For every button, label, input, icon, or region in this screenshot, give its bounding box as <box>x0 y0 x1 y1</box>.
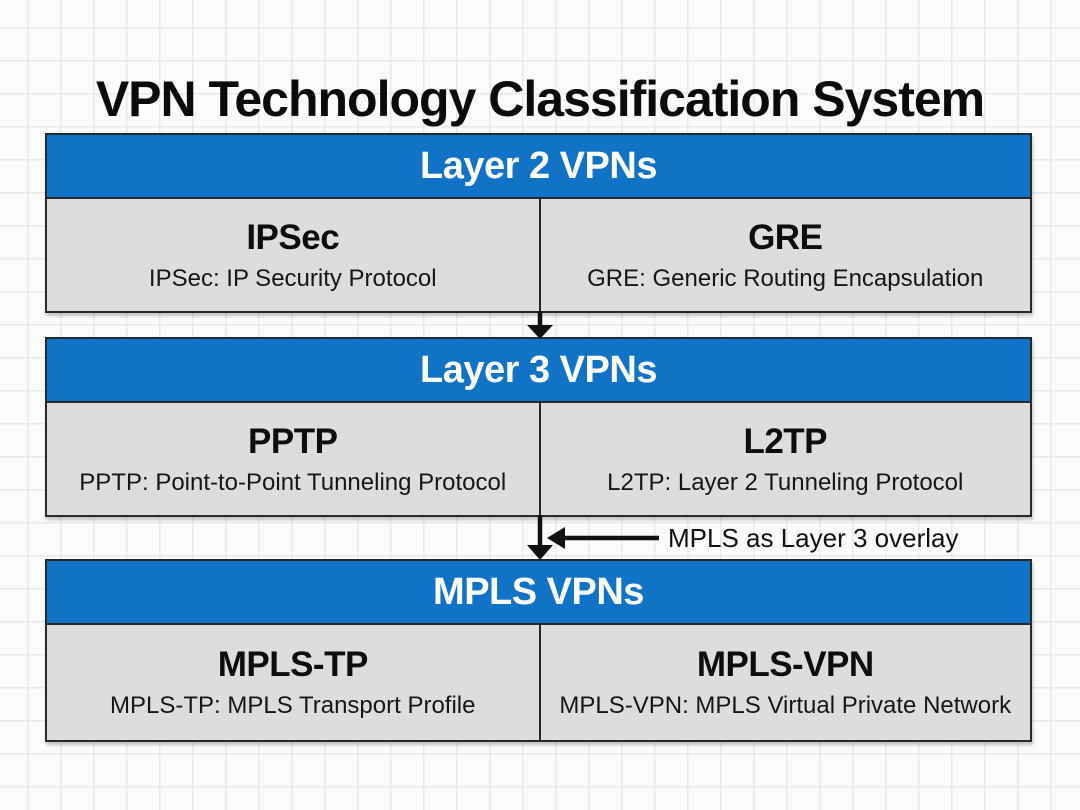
cell-l2tp: L2TP L2TP: Layer 2 Tunneling Protocol <box>538 403 1030 515</box>
cell-description: MPLS-TP: MPLS Transport Profile <box>110 692 476 719</box>
page-title: VPN Technology Classification System <box>95 70 985 127</box>
cell-description: GRE: Generic Routing Encapsulation <box>587 264 984 292</box>
cell-name: GRE <box>748 217 823 257</box>
section-mpls-vpns: MPLS VPNs MPLS-TP MPLS-TP: MPLS Transpor… <box>45 559 1032 742</box>
cell-mpls-tp: MPLS-TP MPLS-TP: MPLS Transport Profile <box>47 625 539 740</box>
cell-name: MPLS-VPN <box>696 645 874 684</box>
section-body-layer3: PPTP PPTP: Point-to-Point Tunneling Prot… <box>47 403 1030 515</box>
cell-name: PPTP <box>248 421 338 461</box>
section-layer3-vpns: Layer 3 VPNs PPTP PPTP: Point-to-Point T… <box>45 337 1032 517</box>
cell-description: L2TP: Layer 2 Tunneling Protocol <box>607 468 964 496</box>
section-header-mpls: MPLS VPNs <box>47 561 1030 625</box>
section-header-layer2: Layer 2 VPNs <box>47 135 1030 199</box>
section-body-layer2: IPSec IPSec: IP Security Protocol GRE GR… <box>47 199 1030 311</box>
annotation-mpls-overlay: MPLS as Layer 3 overlay <box>668 523 959 553</box>
section-header-label: Layer 2 VPNs <box>420 144 657 187</box>
section-body-mpls: MPLS-TP MPLS-TP: MPLS Transport Profile … <box>47 625 1030 740</box>
cell-name: IPSec <box>246 217 340 257</box>
section-layer2-vpns: Layer 2 VPNs IPSec IPSec: IP Security Pr… <box>45 133 1032 313</box>
cell-description: MPLS-VPN: MPLS Virtual Private Network <box>559 692 1012 719</box>
cell-description: IPSec: IP Security Protocol <box>148 264 437 292</box>
section-header-label: Layer 3 VPNs <box>420 348 657 391</box>
section-header-label: MPLS VPNs <box>433 570 644 613</box>
cell-description: PPTP: Point-to-Point Tunneling Protocol <box>79 468 507 496</box>
cell-mpls-vpn: MPLS-VPN MPLS-VPN: MPLS Virtual Private … <box>538 625 1030 740</box>
cell-ipsec: IPSec IPSec: IP Security Protocol <box>47 199 539 311</box>
left-arrow-annotation-icon <box>547 527 659 549</box>
cell-pptp: PPTP PPTP: Point-to-Point Tunneling Prot… <box>47 403 539 515</box>
down-arrow-layer2-to-layer3-icon <box>527 311 553 339</box>
cell-name: MPLS-TP <box>217 645 369 684</box>
down-arrow-layer3-to-mpls-icon <box>527 515 553 560</box>
cell-name: L2TP <box>743 421 828 461</box>
cell-gre: GRE GRE: Generic Routing Encapsulation <box>538 199 1030 311</box>
section-header-layer3: Layer 3 VPNs <box>47 339 1030 403</box>
